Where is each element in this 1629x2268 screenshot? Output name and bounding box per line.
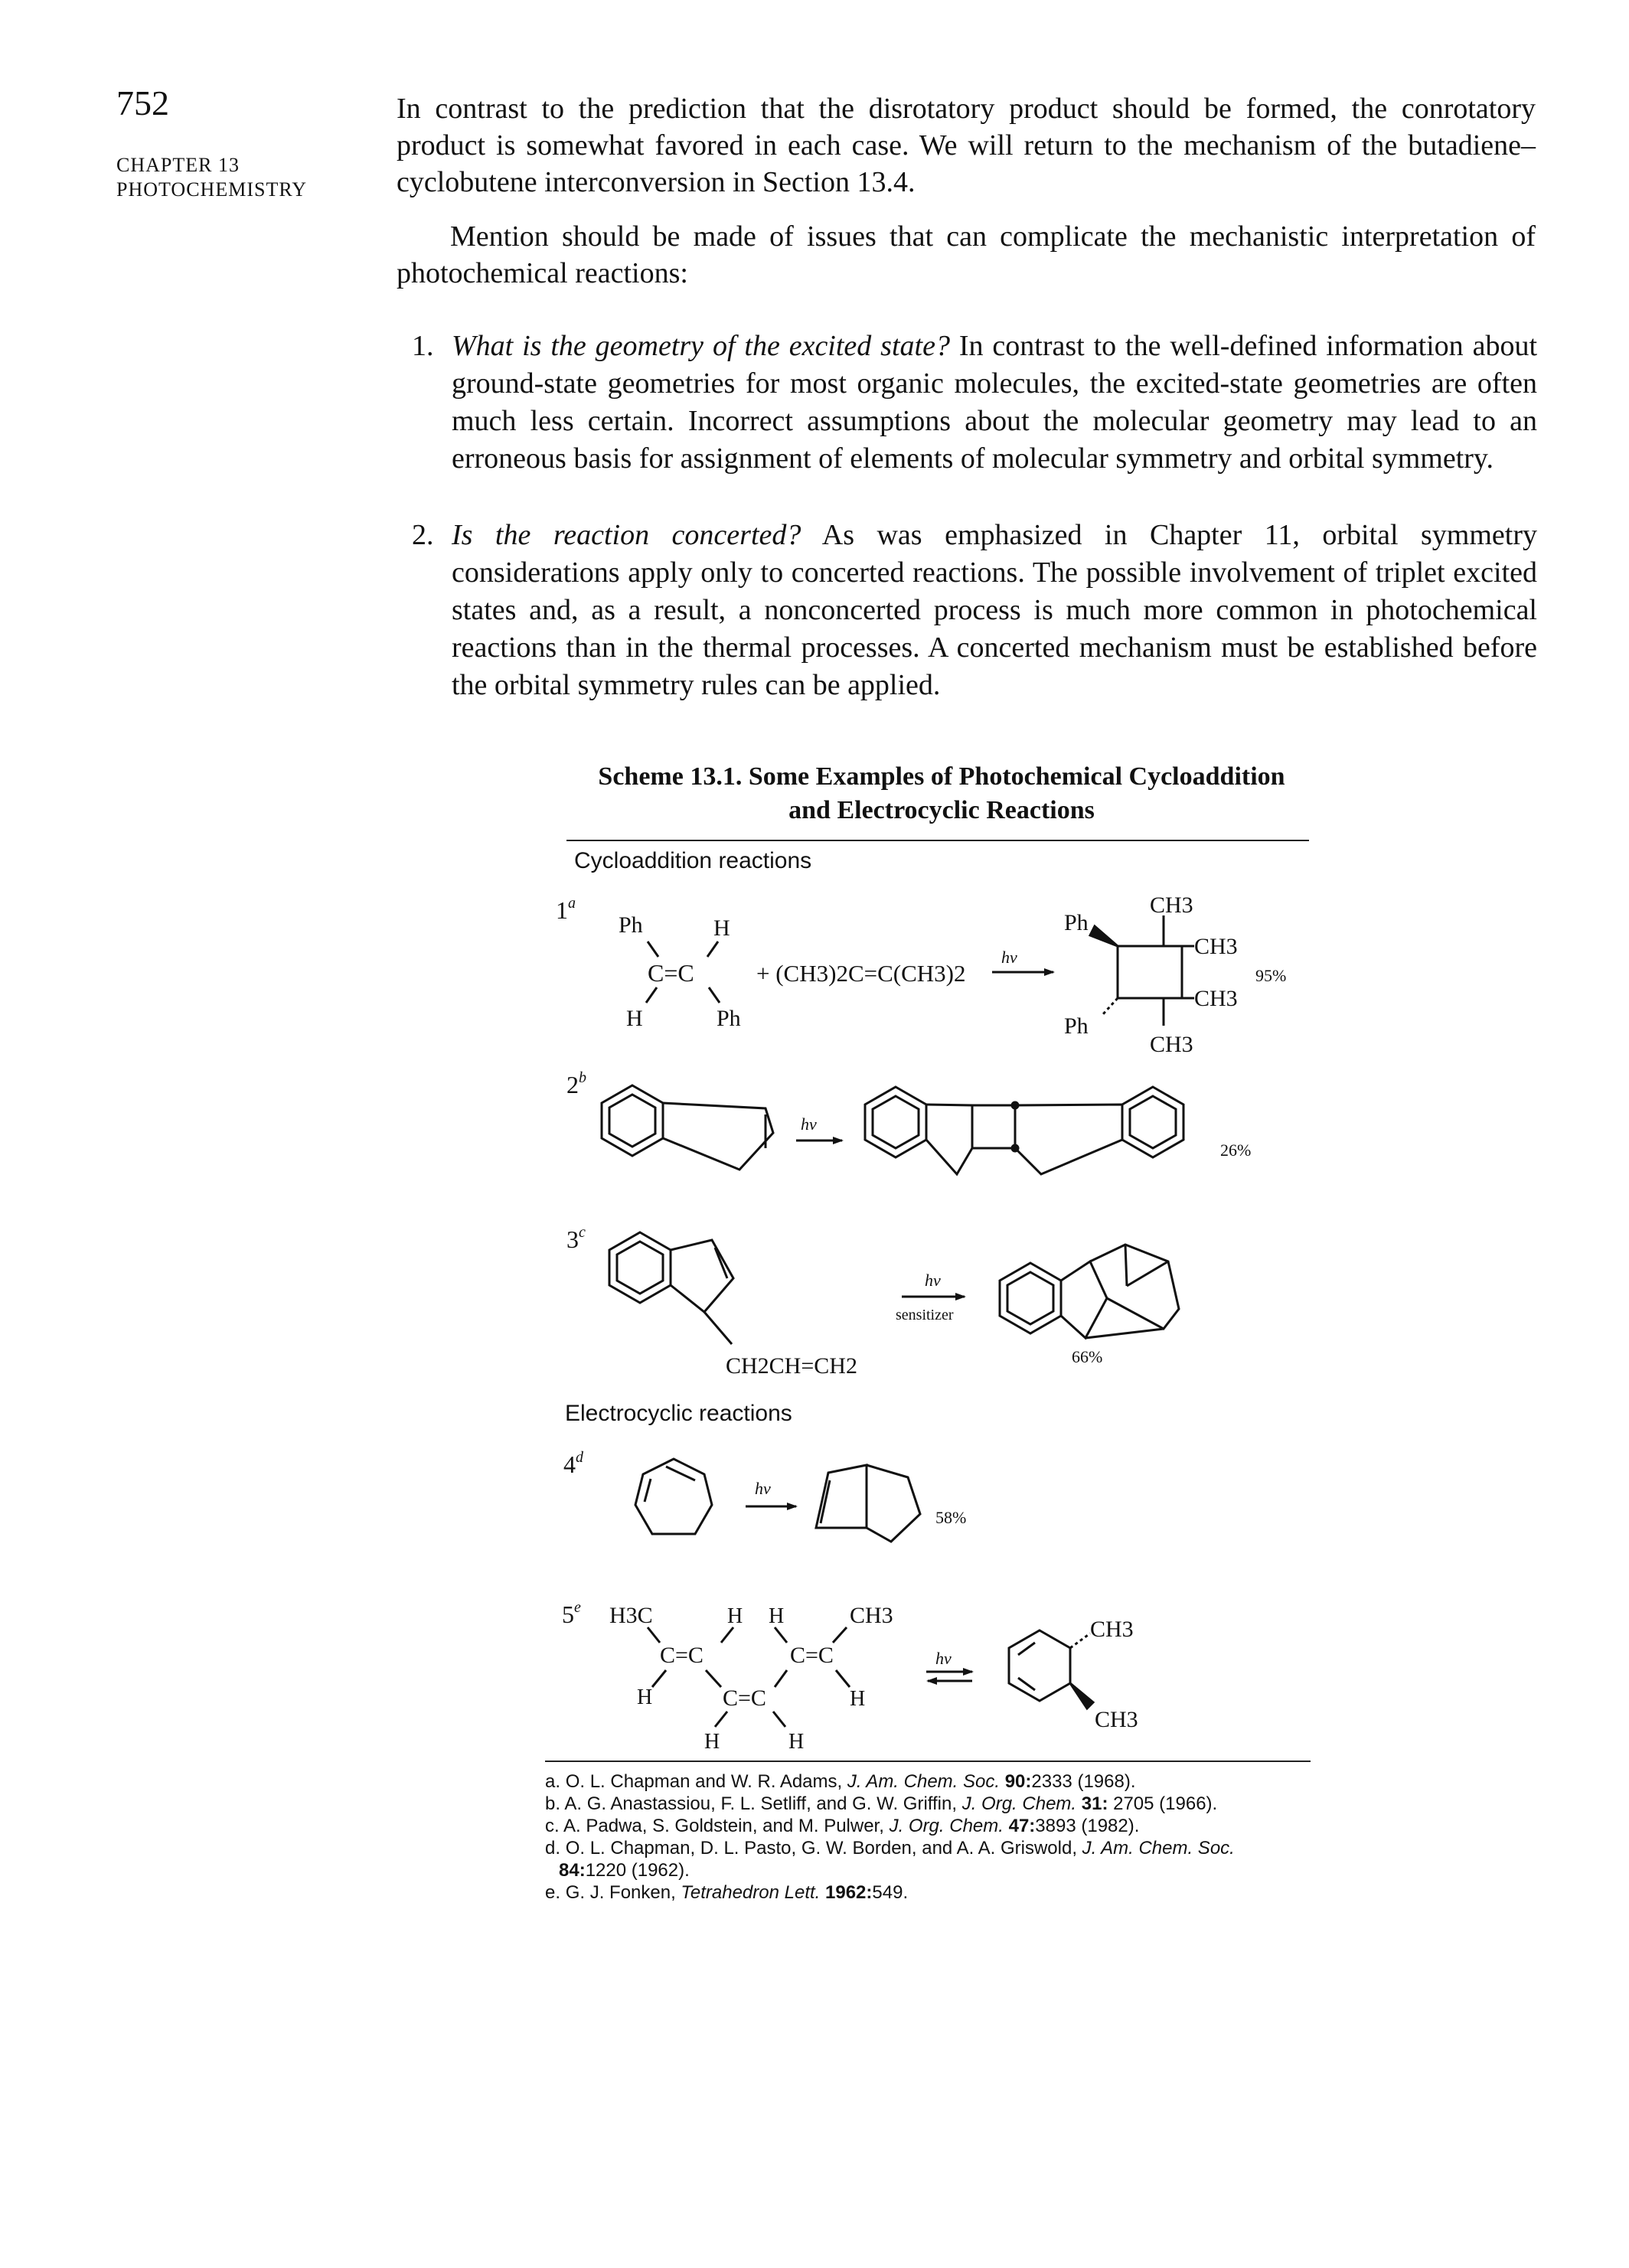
- cycloaddition-heading: Cycloaddition reactions: [574, 848, 812, 873]
- svg-text:CH3: CH3: [1194, 986, 1238, 1011]
- svg-text:4d: 4d: [563, 1449, 584, 1478]
- chapter-number: CHAPTER 13: [116, 154, 240, 176]
- footnote: a. O. L. Chapman and W. R. Adams, J. Am.…: [545, 1771, 1136, 1792]
- footnote-continuation: 84:1220 (1962).: [559, 1860, 690, 1881]
- svg-text:CH3: CH3: [1090, 1617, 1134, 1642]
- svg-text:H3C: H3C: [609, 1603, 653, 1628]
- svg-text:CH3: CH3: [1150, 1032, 1193, 1057]
- svg-text:+ (CH3)2C=C(CH3)2: + (CH3)2C=C(CH3)2: [756, 960, 966, 987]
- list-item: 2. Is the reaction concerted? As was emp…: [412, 517, 1537, 704]
- scheme-title: Scheme 13.1. Some Examples of Photochemi…: [566, 760, 1317, 827]
- paragraph-2-text: Mention should be made of issues that ca…: [397, 220, 1536, 289]
- svg-text:hv: hv: [801, 1114, 817, 1134]
- svg-text:CH2CH=CH2: CH2CH=CH2: [726, 1353, 857, 1379]
- svg-text:H: H: [626, 1006, 643, 1031]
- list-item: 1. What is the geometry of the excited s…: [412, 328, 1538, 478]
- svg-text:H: H: [788, 1730, 804, 1754]
- paragraph-2: Mention should be made of issues that ca…: [397, 218, 1536, 292]
- svg-text:H: H: [713, 915, 730, 941]
- svg-text:Ph: Ph: [1064, 1013, 1089, 1039]
- svg-text:C=C: C=C: [660, 1643, 704, 1668]
- scheme-title-line-1: Scheme 13.1. Some Examples of Photochemi…: [598, 762, 1285, 791]
- svg-text:hv: hv: [1001, 948, 1017, 967]
- footnotes: a. O. L. Chapman and W. R. Adams, J. Am.…: [545, 1770, 1540, 1904]
- svg-text:CH3: CH3: [1095, 1707, 1138, 1732]
- svg-text:C=C: C=C: [790, 1643, 834, 1668]
- svg-text:2b: 2b: [566, 1069, 586, 1098]
- svg-text:1a: 1a: [556, 895, 576, 924]
- chapter-heading: CHAPTER 13 PHOTOCHEMISTRY: [116, 153, 307, 202]
- list-number: 2.: [412, 519, 434, 551]
- footnote: e. G. J. Fonken, Tetrahedron Lett. 1962:…: [545, 1882, 909, 1903]
- scheme-top-rule: [566, 840, 1309, 841]
- list-question: What is the geometry of the excited stat…: [452, 330, 950, 362]
- chapter-title: PHOTOCHEMISTRY: [116, 178, 308, 201]
- svg-text:CH3: CH3: [1194, 934, 1238, 959]
- footnote: b. A. G. Anastassiou, F. L. Setliff, and…: [545, 1793, 1218, 1814]
- list-number: 1.: [412, 330, 434, 362]
- svg-text:H: H: [637, 1685, 652, 1709]
- svg-text:Ph: Ph: [619, 912, 643, 938]
- list-text: In contrast to the well-defined informat…: [452, 330, 1538, 475]
- list-text: As was emphasized in Chapter 11, orbital…: [452, 519, 1537, 701]
- svg-text:H: H: [704, 1730, 720, 1754]
- svg-text:CH3: CH3: [1150, 893, 1193, 918]
- svg-text:5e: 5e: [562, 1599, 581, 1628]
- svg-text:58%: 58%: [935, 1508, 966, 1527]
- scheme-bottom-rule: [545, 1761, 1311, 1762]
- list-question: Is the reaction concerted?: [452, 519, 801, 551]
- svg-text:CH3: CH3: [850, 1603, 893, 1628]
- footnote: d. O. L. Chapman, D. L. Pasto, G. W. Bor…: [545, 1838, 1235, 1858]
- svg-text:H: H: [727, 1604, 743, 1628]
- scheme-title-line-2: and Electrocyclic Reactions: [788, 796, 1095, 824]
- svg-text:66%: 66%: [1072, 1347, 1102, 1366]
- page-number: 752: [116, 83, 169, 122]
- svg-text:hv: hv: [935, 1649, 952, 1668]
- reaction-1: 1a Ph H C=C H Ph + (CH3)2C=C(CH3)2 hv Ph…: [556, 893, 1286, 1057]
- paragraph-1: In contrast to the prediction that the d…: [397, 93, 1536, 198]
- reaction-3: 3c CH2CH=CH2 hv sensitizer 66%: [566, 1224, 1180, 1379]
- electrocyclic-heading: Electrocyclic reactions: [565, 1401, 792, 1426]
- svg-text:hv: hv: [925, 1271, 941, 1290]
- svg-text:Ph: Ph: [1064, 910, 1089, 935]
- svg-text:C=C: C=C: [648, 959, 694, 987]
- svg-text:H: H: [769, 1604, 784, 1628]
- svg-text:hv: hv: [755, 1479, 771, 1498]
- svg-text:3c: 3c: [566, 1224, 586, 1253]
- svg-text:H: H: [850, 1687, 865, 1711]
- footnote: c. A. Padwa, S. Goldstein, and M. Pulwer…: [545, 1816, 1140, 1836]
- svg-text:C=C: C=C: [723, 1685, 766, 1711]
- reaction-2: 2b hv 26%: [566, 1069, 1251, 1176]
- svg-text:95%: 95%: [1255, 966, 1286, 985]
- svg-text:sensitizer: sensitizer: [896, 1307, 954, 1323]
- svg-text:26%: 26%: [1220, 1141, 1251, 1160]
- reaction-5: 5e H3C C=C H H C=C H H H C=C CH3 H hv: [562, 1599, 1138, 1754]
- svg-text:Ph: Ph: [717, 1006, 741, 1031]
- reaction-4: 4d hv 58%: [563, 1449, 966, 1543]
